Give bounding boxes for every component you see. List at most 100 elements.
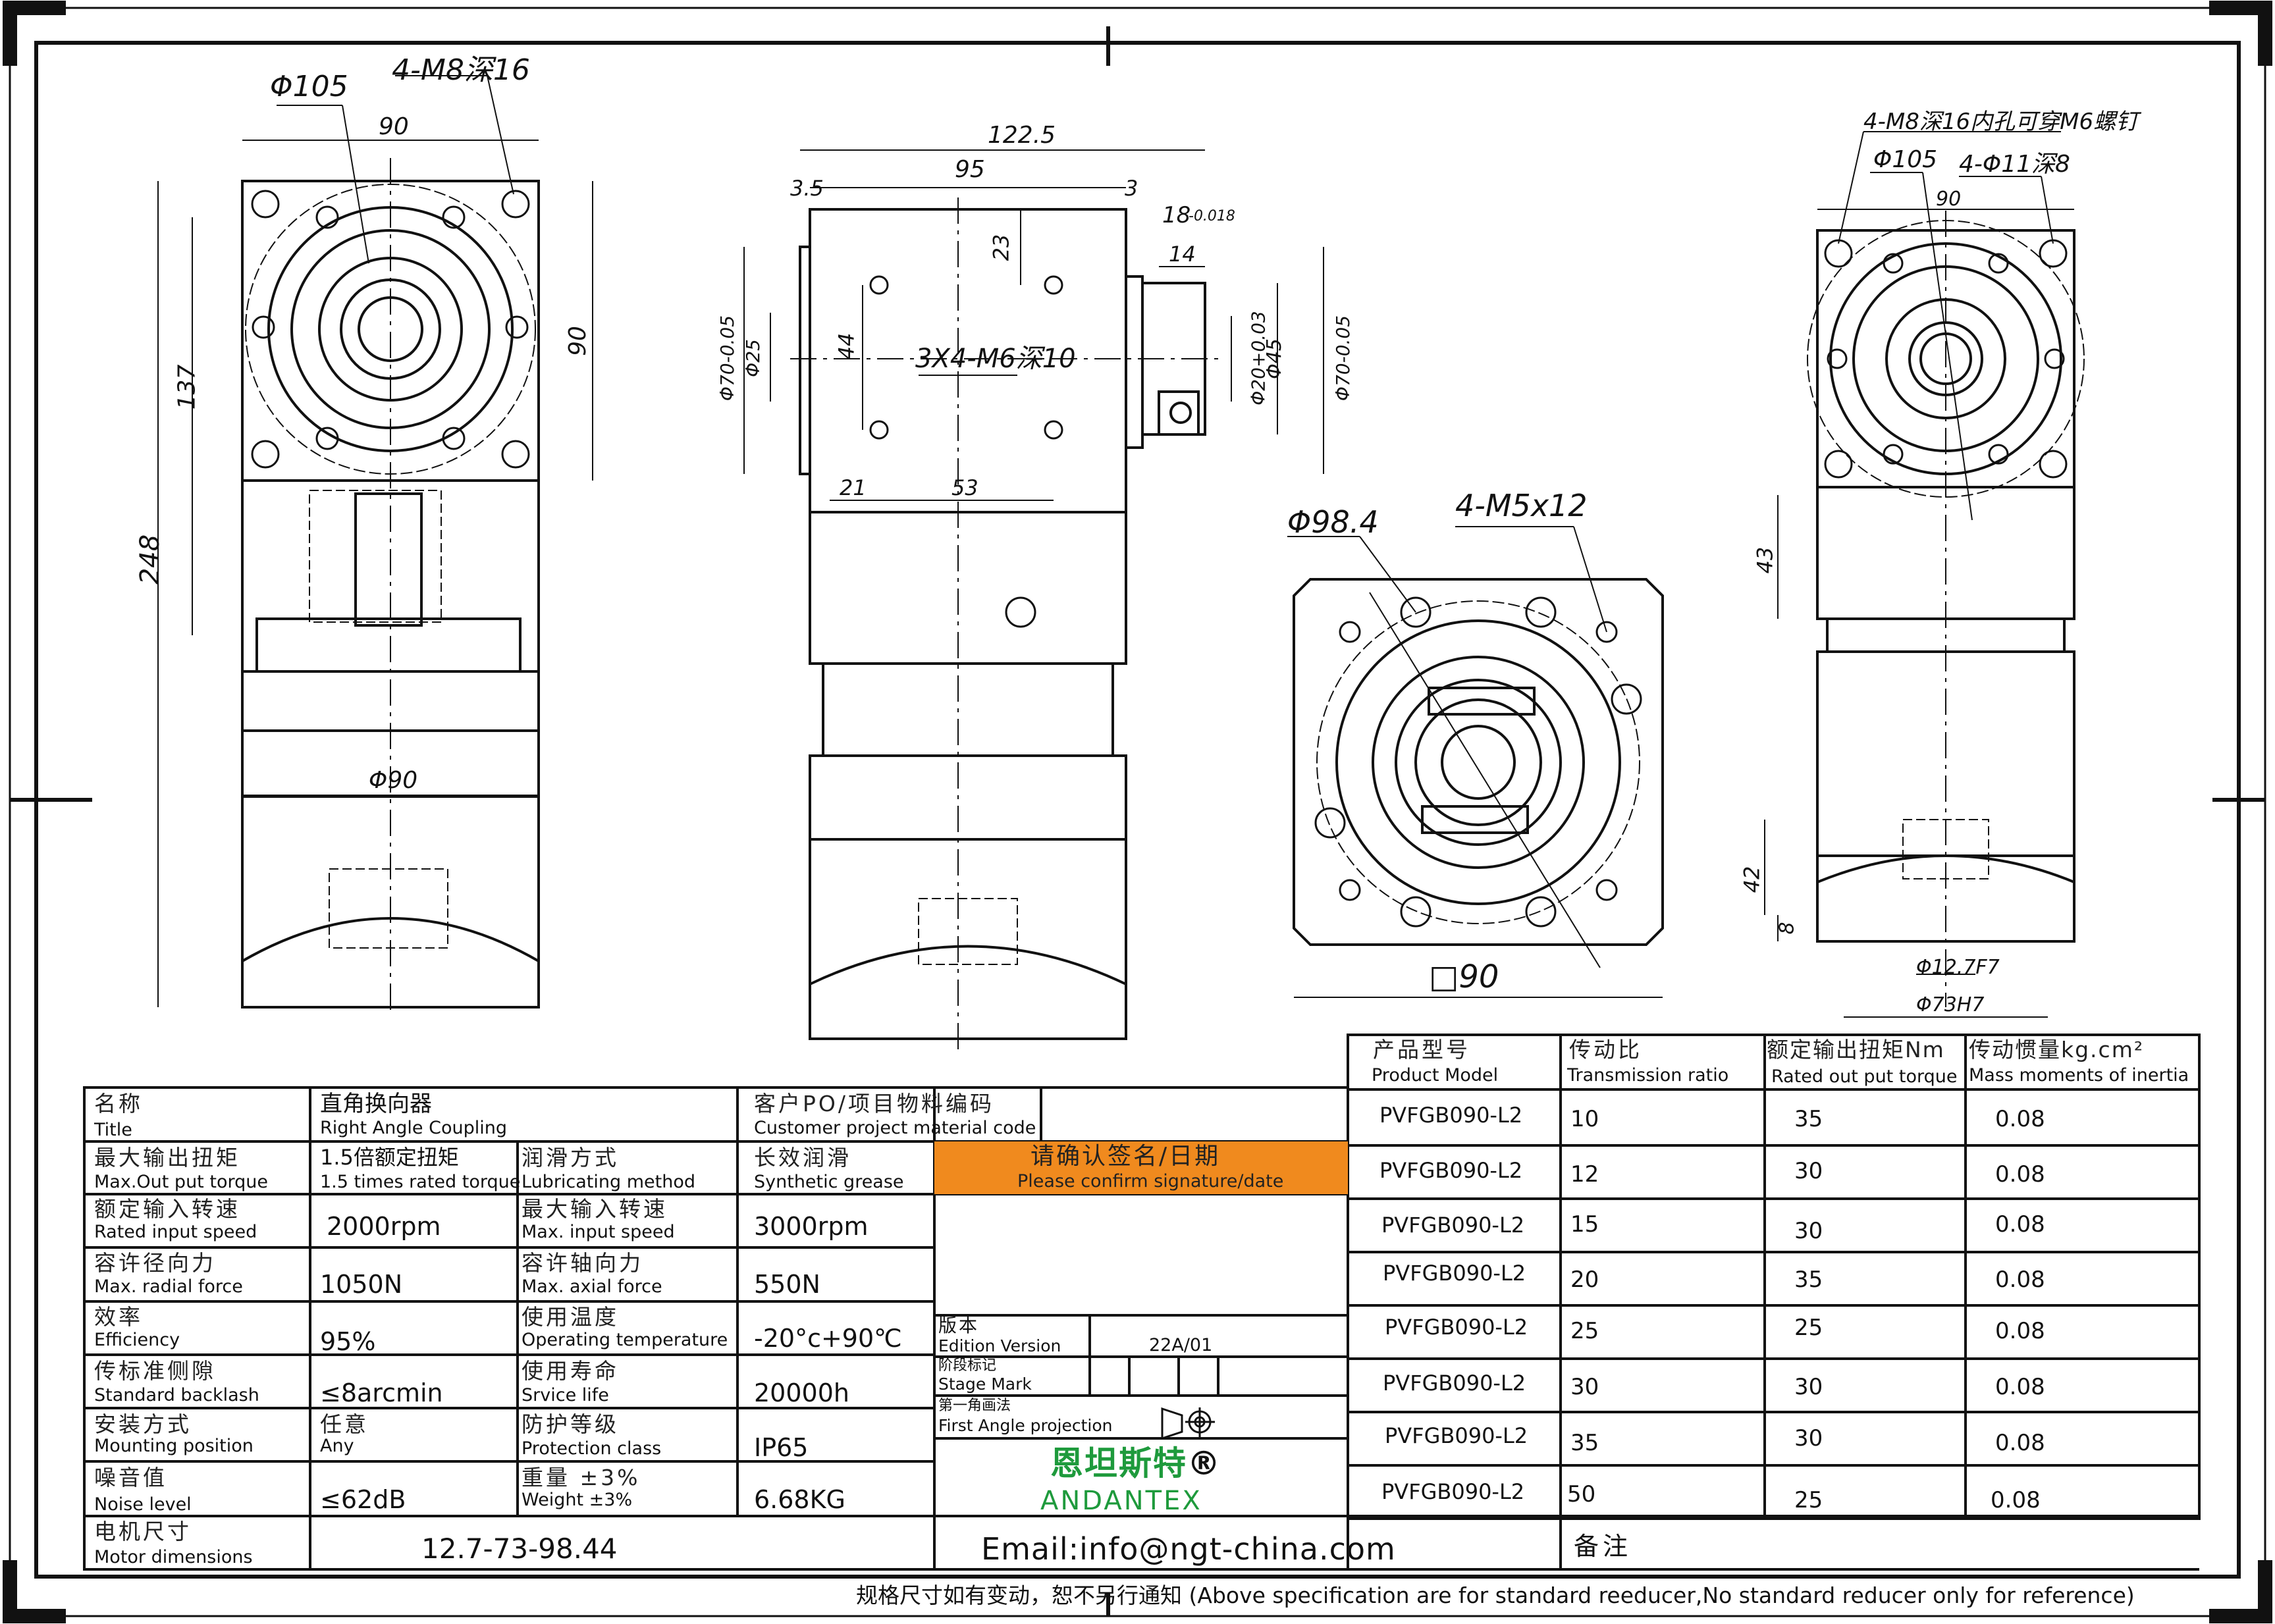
- ratio-header-ratio-cn: 传动比: [1569, 1037, 1642, 1062]
- ratio-header-model-en: Product Model: [1372, 1065, 1499, 1086]
- ratio-row2-inertia: 0.08: [1995, 1211, 2045, 1238]
- dim-side-44: 44: [834, 332, 859, 360]
- dim-front-137: 137: [173, 364, 201, 410]
- spec-row0-r-cn: 润滑方式: [522, 1145, 619, 1170]
- spec-customer-en: Customer project material code: [754, 1118, 1036, 1138]
- ratio-header-model-cn: 产品型号: [1373, 1037, 1470, 1062]
- front-view: [157, 75, 593, 1014]
- spec-row3-l-val: 95%: [320, 1327, 376, 1356]
- dim-side-dia70-left: Φ70-0.05: [716, 315, 739, 402]
- spec-row0-l-en: Max.Out put torque: [94, 1172, 268, 1192]
- dim-side-21: 21: [840, 475, 867, 500]
- brand-logo-cn: 恩坦斯特®: [1050, 1447, 1221, 1480]
- ratio-row3-model: PVFGB090-L2: [1383, 1261, 1526, 1286]
- dim-front-pilot: Φ90: [369, 767, 418, 794]
- brand-name-cn: 恩坦斯特: [1050, 1444, 1187, 1482]
- spec-row3-l-en: Efficiency: [94, 1330, 180, 1350]
- spec-motor-cn: 电机尺寸: [94, 1519, 192, 1544]
- ratio-header-torque-en: Rated out put torque: [1771, 1066, 1958, 1087]
- spec-row4-l-val: ≤8arcmin: [320, 1378, 443, 1407]
- ratio-row5-inertia: 0.08: [1995, 1374, 2045, 1400]
- ratio-row0-model: PVFGB090-L2: [1379, 1103, 1523, 1128]
- edition-en: Edition Version: [938, 1336, 1061, 1355]
- spec-row1-r-val: 3000rpm: [754, 1212, 869, 1241]
- dim-right-dia12: Φ12.7F7: [1916, 956, 2000, 979]
- ratio-row4-model: PVFGB090-L2: [1385, 1315, 1528, 1340]
- dim-right-90: 90: [1936, 188, 1962, 211]
- dim-flange-square: □90: [1429, 958, 1499, 995]
- spec-customer-cn: 客户PO/项目物料编码: [754, 1091, 994, 1116]
- projection-symbol-icon: [1161, 1407, 1215, 1440]
- spec-row6-l-en: Noise level: [94, 1494, 192, 1515]
- ratio-row6-ratio: 35: [1570, 1430, 1599, 1456]
- spec-row5-r-cn: 防护等级: [522, 1411, 619, 1437]
- spec-row4-r-val: 20000h: [754, 1378, 849, 1407]
- dim-flange-square-value: 90: [1459, 958, 1499, 995]
- dim-side-dia25: Φ25: [741, 339, 764, 377]
- spec-row5-r-en: Protection class: [522, 1438, 662, 1459]
- dim-front-height: 90: [564, 326, 591, 356]
- right-view: [1764, 131, 2085, 1018]
- confirm-cn: 请确认签名/日期: [1030, 1143, 1221, 1170]
- spec-row1-l-en: Rated input speed: [94, 1222, 257, 1242]
- dim-front-dia105: Φ105: [270, 70, 348, 103]
- spec-row4-l-cn: 传标准侧隙: [94, 1358, 216, 1384]
- spec-row1-l-cn: 额定输入转速: [94, 1196, 240, 1222]
- ratio-row1-inertia: 0.08: [1995, 1161, 2045, 1188]
- dim-side-53: 53: [951, 475, 978, 500]
- spec-row5-l-val-cn: 任意: [320, 1411, 369, 1437]
- ratio-row3-torque: 35: [1794, 1267, 1823, 1293]
- ratio-row3-ratio: 20: [1570, 1267, 1599, 1293]
- spec-row2-l-val: 1050N: [320, 1270, 403, 1299]
- ratio-row0-torque: 35: [1794, 1106, 1823, 1132]
- ratio-row2-model: PVFGB090-L2: [1381, 1213, 1525, 1238]
- ratio-row4-torque: 25: [1794, 1315, 1823, 1341]
- confirm-signature-banner: [934, 1141, 1348, 1194]
- ratio-row1-ratio: 12: [1570, 1161, 1599, 1188]
- spec-row6-r-en: Weight ±3%: [522, 1490, 633, 1510]
- confirm-en: Please confirm signature/date: [1017, 1171, 1284, 1192]
- ratio-row2-torque: 30: [1794, 1218, 1823, 1244]
- dim-side-23: 23: [988, 234, 1014, 261]
- dim-side-14: 14: [1169, 242, 1196, 267]
- ratio-row5-model: PVFGB090-L2: [1383, 1371, 1526, 1396]
- title-block-grid: [83, 1034, 2201, 1571]
- ratio-header-inertia-en: Mass moments of inertia: [1969, 1065, 2189, 1086]
- edition-cn: 版本: [938, 1315, 980, 1336]
- spec-row5-l-cn: 安装方式: [94, 1411, 192, 1437]
- dim-side-122: 122.5: [988, 122, 1056, 149]
- dim-flange-thread: 4-M5x12: [1455, 488, 1588, 523]
- side-view: [743, 149, 1324, 1053]
- dim-side-3-5: 3.5: [790, 176, 824, 201]
- dim-right-42: 42: [1739, 866, 1765, 893]
- spec-row3-l-cn: 效率: [94, 1304, 143, 1330]
- spec-row2-r-en: Max. axial force: [522, 1276, 662, 1297]
- spec-row6-l-cn: 噪音值: [94, 1465, 167, 1490]
- spec-motor-en: Motor dimensions: [94, 1547, 253, 1567]
- projection-en: First Angle projection: [938, 1416, 1113, 1435]
- stage-cn: 阶段标记: [938, 1357, 997, 1374]
- spec-row5-r-val: IP65: [754, 1433, 809, 1462]
- dim-front-thread: 4-M8深16: [392, 53, 530, 87]
- spec-row0-r-en: Lubricating method: [522, 1172, 696, 1192]
- spec-row1-r-en: Max. input speed: [522, 1222, 675, 1242]
- ratio-row6-inertia: 0.08: [1995, 1430, 2045, 1456]
- ratio-row6-model: PVFGB090-L2: [1385, 1423, 1528, 1448]
- spec-row4-r-en: Srvice life: [522, 1385, 609, 1405]
- ratio-header-torque-cn: 额定输出扭矩Nm: [1767, 1037, 1945, 1062]
- spec-row0-l-val-en: 1.5 times rated torque: [320, 1172, 521, 1192]
- flange-view: [1287, 526, 1664, 998]
- contact-email: Email:info@ngt-china.com: [981, 1531, 1396, 1567]
- spec-title-value: 直角换向器: [320, 1091, 432, 1117]
- spec-row4-r-cn: 使用寿命: [522, 1358, 619, 1384]
- ratio-row2-ratio: 15: [1570, 1211, 1599, 1238]
- dim-side-18-tol: -0.018: [1189, 208, 1235, 224]
- spec-row5-l-en: Mounting position: [94, 1436, 254, 1456]
- spec-title-en: Title: [94, 1120, 132, 1140]
- ratio-row6-torque: 30: [1794, 1425, 1823, 1452]
- dim-right-dia73: Φ73H7: [1916, 993, 1985, 1016]
- dim-right-holes: 4-Φ11深8: [1959, 151, 2070, 178]
- ratio-row5-ratio: 30: [1570, 1374, 1599, 1400]
